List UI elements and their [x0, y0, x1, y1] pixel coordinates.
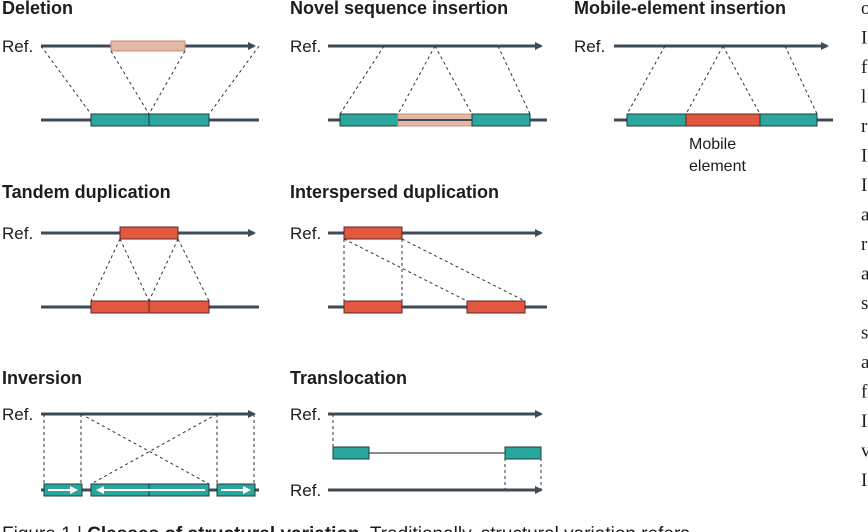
- panel-title: Interspersed duplication: [290, 182, 499, 202]
- margin-character: f: [861, 57, 868, 78]
- panel-title: Novel sequence insertion: [290, 0, 508, 18]
- segment-left: [626, 113, 687, 127]
- margin-character: s: [861, 323, 868, 344]
- panel-title: Deletion: [2, 0, 73, 18]
- ref-label: Ref.: [2, 224, 33, 243]
- segment-right: [148, 113, 210, 127]
- mapping-lines: [339, 45, 531, 115]
- margin-character: s: [861, 293, 868, 314]
- translocated-segment-left: [332, 446, 370, 460]
- caption-body: Traditionally, structural variation refe…: [365, 524, 690, 532]
- margin-character: I: [861, 146, 867, 167]
- mapping-lines: [40, 45, 260, 115]
- mobile-element-label: Mobile: [689, 136, 736, 153]
- mapping-lines: [90, 238, 210, 302]
- mapping-lines: [43, 413, 255, 485]
- panel-title: Inversion: [2, 368, 82, 388]
- margin-character: a: [861, 264, 868, 285]
- mapping-lines: [343, 238, 526, 302]
- duplicated-segment: [343, 226, 403, 240]
- panel-tandem-duplication: Tandem duplication Ref.: [2, 182, 259, 314]
- mapping-lines: [626, 45, 818, 115]
- panel-interspersed-duplication: Interspersed duplication Ref.: [290, 182, 547, 314]
- caption-title: Classes of structural variation.: [87, 524, 365, 532]
- panel-novel-insertion: Novel sequence insertion Ref.: [290, 0, 547, 127]
- ref-label: Ref.: [290, 224, 321, 243]
- copy-segment-2: [148, 300, 210, 314]
- copy-segment-2: [466, 300, 526, 314]
- ref-label: Ref.: [2, 37, 33, 56]
- margin-character: f: [861, 382, 868, 403]
- margin-character: I: [861, 470, 867, 491]
- ref-label: Ref.: [290, 405, 321, 424]
- margin-character: r: [861, 234, 868, 255]
- ref-label: Ref.: [290, 481, 321, 500]
- margin-character: I: [861, 28, 867, 49]
- ref-label: Ref.: [290, 37, 321, 56]
- margin-character: I: [861, 411, 867, 432]
- segment-right: [759, 113, 818, 127]
- panel-title: Translocation: [290, 368, 407, 388]
- panel-mobile-insertion: Mobile-element insertion Ref. Mobile ele…: [574, 0, 833, 175]
- margin-character: v: [861, 441, 868, 462]
- panel-deletion: Deletion Ref.: [2, 0, 260, 127]
- margin-character: l: [861, 87, 866, 108]
- margin-character: a: [861, 205, 868, 226]
- figure-caption: Figure 1 | Classes of structural variati…: [2, 524, 690, 532]
- ref-label: Ref.: [2, 405, 33, 424]
- margin-character: o: [861, 0, 868, 19]
- margin-character: r: [861, 116, 868, 137]
- deleted-segment: [110, 40, 186, 52]
- panel-title: Mobile-element insertion: [574, 0, 786, 18]
- margin-character: I: [861, 175, 867, 196]
- copy-segment-1: [90, 300, 150, 314]
- panel-inversion: Inversion Ref.: [2, 368, 259, 497]
- ref-label: Ref.: [574, 37, 605, 56]
- segment-left: [90, 113, 150, 127]
- duplicated-segment: [119, 226, 179, 240]
- margin-character: a: [861, 352, 868, 373]
- panel-title: Tandem duplication: [2, 182, 171, 202]
- mapping-lines: [332, 414, 542, 490]
- mobile-element-segment: [685, 113, 761, 127]
- translocated-segment-right: [504, 446, 542, 460]
- panel-translocation: Translocation Ref. Ref.: [290, 368, 543, 500]
- segment-right: [471, 113, 531, 127]
- segment-left: [339, 113, 399, 127]
- mobile-element-label: element: [689, 158, 746, 175]
- caption-prefix: Figure 1 |: [2, 524, 87, 532]
- copy-segment-1: [343, 300, 403, 314]
